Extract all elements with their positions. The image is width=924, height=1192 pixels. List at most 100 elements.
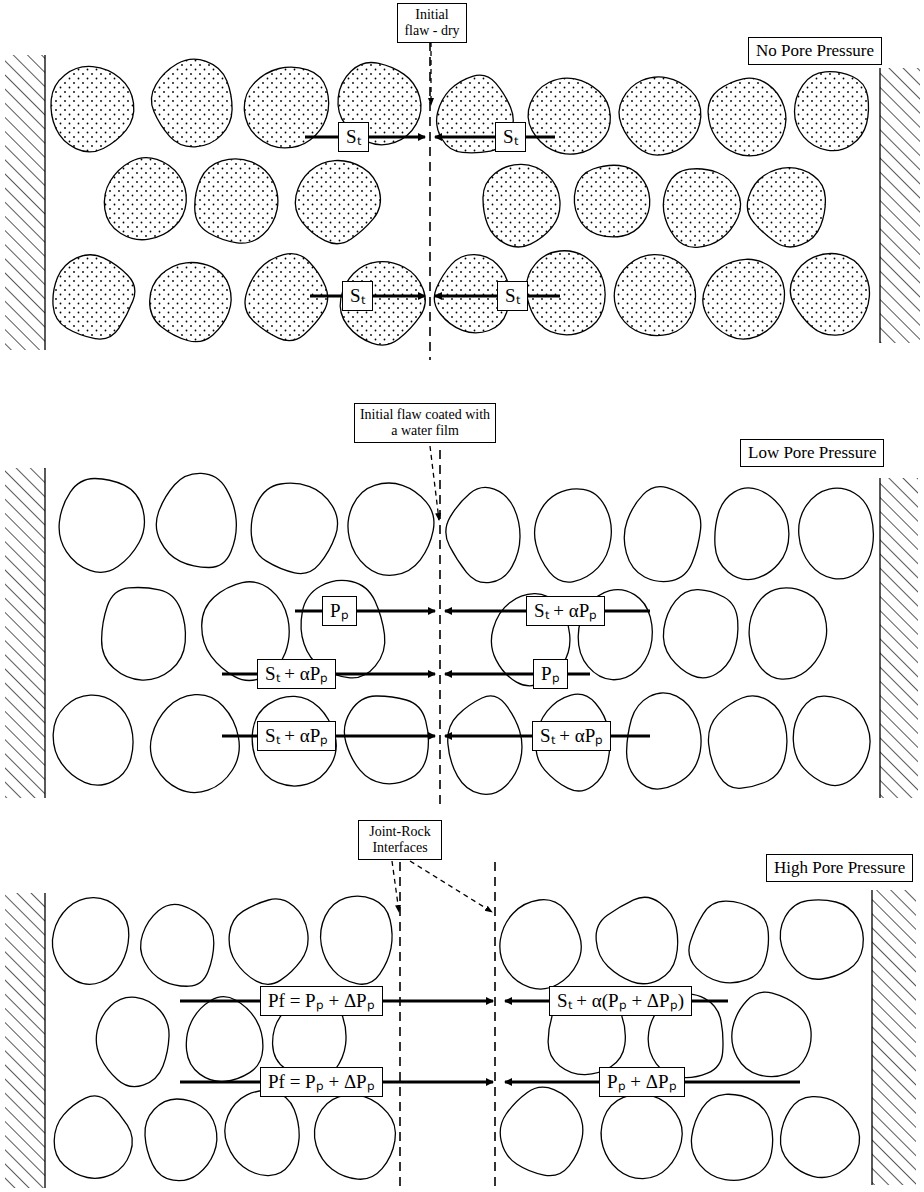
grain (53, 695, 133, 785)
label-text: Pₚ (541, 663, 560, 685)
label-text: Pₚ (330, 600, 349, 622)
grain (314, 1095, 395, 1180)
grain (528, 78, 610, 154)
grain (446, 487, 520, 582)
callout-box: Joint-Rock Interfaces (358, 820, 442, 860)
grain (225, 1091, 299, 1176)
grain (624, 487, 701, 582)
grain (627, 693, 701, 789)
label-text: Initial flaw coated with a water film (359, 407, 491, 439)
grain (500, 900, 581, 989)
stress-label-box: Sₜ + αPₚ (532, 721, 611, 751)
label-text: Sₜ (346, 126, 361, 148)
grain (689, 901, 769, 983)
grain (663, 590, 738, 678)
label-text: Pf = Pₚ + ΔPₚ (268, 1071, 375, 1093)
label-text: Sₜ + αPₚ (265, 663, 328, 685)
grain (793, 696, 870, 785)
grain (794, 72, 868, 151)
label-text: Sₜ + αPₚ (540, 725, 603, 747)
grain (703, 259, 785, 339)
stress-label-box: Sₜ + αPₚ (526, 596, 605, 626)
stress-label-box: Pₚ + ΔPₚ (599, 1067, 685, 1097)
callout-box: Initial flaw - dry (397, 3, 467, 43)
grain (799, 488, 874, 579)
grain (141, 904, 214, 986)
grain (708, 78, 786, 156)
grain (749, 588, 827, 679)
grain (151, 59, 232, 147)
callout-box: Initial flaw coated with a water film (354, 403, 496, 443)
rock-grains (51, 59, 873, 1181)
grain (601, 1094, 682, 1179)
flaw-lines (400, 42, 495, 1188)
label-text: Sₜ (503, 126, 518, 148)
stress-label-box: Pₚ (533, 659, 568, 689)
panel-title: No Pore Pressure (748, 37, 882, 65)
label-text: Sₜ + α(Pₚ + ΔPₚ) (557, 990, 684, 1012)
grain (500, 1087, 583, 1175)
label-text: Sₜ (350, 285, 365, 307)
grain (102, 587, 186, 680)
grain (747, 168, 825, 247)
grain (104, 158, 186, 240)
label-text: Sₜ + αPₚ (265, 725, 328, 747)
force-arrows (180, 137, 800, 1082)
grain (51, 66, 134, 152)
grain (195, 159, 278, 243)
grain (732, 992, 811, 1076)
grain (145, 1099, 217, 1181)
grain (321, 896, 393, 984)
label-text: Sₜ (505, 285, 520, 307)
panel-title: High Pore Pressure (766, 854, 913, 882)
grain (59, 478, 144, 572)
grain (251, 483, 337, 573)
grain (229, 899, 308, 984)
grain (535, 489, 612, 582)
walls (5, 55, 920, 1188)
grain (96, 997, 169, 1087)
grain (340, 262, 425, 345)
label-text: Sₜ + αPₚ (534, 600, 597, 622)
grain (448, 696, 522, 794)
grain (150, 262, 231, 341)
grain (150, 695, 239, 793)
grain (344, 696, 428, 784)
grain (156, 473, 236, 567)
stress-label-box: Sₜ (342, 281, 373, 311)
leader-arrows (392, 42, 492, 912)
grain (708, 696, 787, 788)
label-text: Pₚ + ΔPₚ (607, 1071, 677, 1093)
stress-label-box: Pₚ (322, 596, 357, 626)
stress-label-box: Sₜ + αPₚ (257, 659, 336, 689)
grain (780, 900, 863, 979)
stress-label-box: Sₜ (495, 122, 526, 152)
grain (614, 255, 695, 336)
grain (663, 169, 740, 248)
stress-label-box: Pf = Pₚ + ΔPₚ (260, 986, 383, 1016)
label-text: Pf = Pₚ + ΔPₚ (268, 990, 375, 1012)
grain (483, 164, 560, 247)
grain (536, 694, 610, 791)
stress-label-box: Sₜ (497, 281, 528, 311)
label-text: No Pore Pressure (756, 41, 874, 61)
grain (790, 253, 869, 335)
stress-label-box: Sₜ + αPₚ (257, 721, 336, 751)
grain (619, 77, 701, 155)
grain (52, 898, 128, 985)
label-text: High Pore Pressure (774, 858, 905, 878)
grain (186, 997, 263, 1082)
grain (252, 696, 336, 786)
grain (596, 897, 678, 983)
stress-label-box: Sₜ + α(Pₚ + ΔPₚ) (549, 986, 692, 1016)
grain (691, 1094, 772, 1180)
grain (780, 1097, 859, 1178)
stress-label-box: Pf = Pₚ + ΔPₚ (260, 1067, 383, 1097)
grain (54, 1096, 132, 1178)
grain (526, 251, 605, 335)
grain (574, 165, 649, 237)
stress-label-box: Sₜ (338, 122, 369, 152)
grain (715, 488, 789, 580)
